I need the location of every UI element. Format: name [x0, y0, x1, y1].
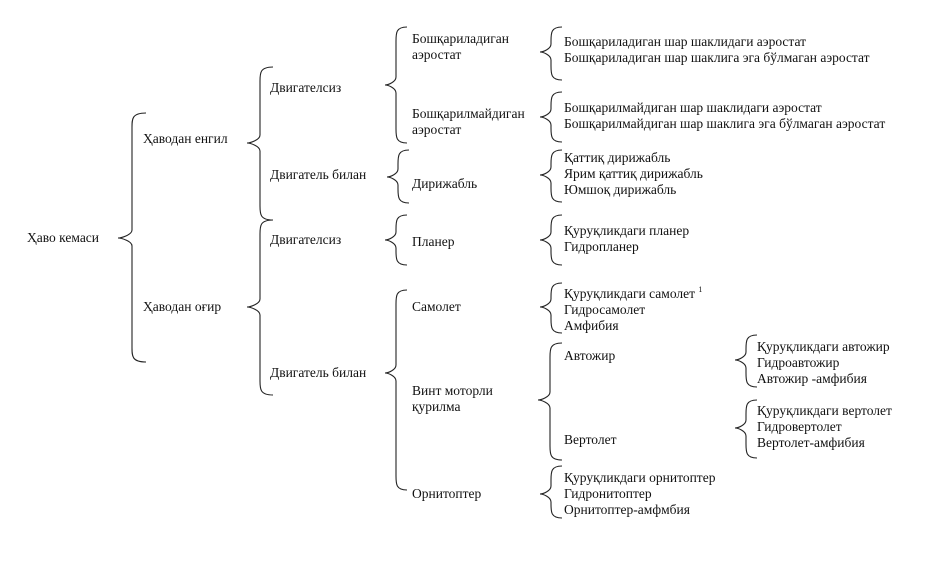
- list-item: Қуруқликдаги автожир: [757, 339, 890, 354]
- node-light-powered: Двигатель билан: [270, 167, 367, 182]
- list-item: Қаттиқ дирижабль: [564, 150, 671, 165]
- brace: [539, 282, 563, 334]
- label-line: Бошқариладиган: [412, 31, 509, 46]
- brace: [734, 334, 758, 388]
- list-item: Гидронитоптер: [564, 486, 652, 501]
- node-ornithopter: Орнитоптер: [412, 486, 482, 501]
- list-item: Автожир -амфибия: [757, 371, 867, 386]
- brace: [246, 219, 274, 396]
- list-autogyro: Қуруқликдаги автожир Гидроавтожир Автожи…: [757, 339, 890, 387]
- brace: [384, 289, 408, 491]
- node-glider: Планер: [412, 234, 455, 249]
- list-item: Қуруқликдаги самолет 1: [564, 282, 702, 302]
- list-item: Вертолет-амфибия: [757, 435, 865, 450]
- list-glider: Қуруқликдаги планер Гидропланер: [564, 223, 689, 255]
- brace: [539, 149, 563, 203]
- node-light-unpowered: Двигателсиз: [270, 80, 342, 95]
- brace: [537, 342, 563, 461]
- list-item: Гидропланер: [564, 239, 639, 254]
- list-item: Гидросамолет: [564, 302, 646, 317]
- node-airplane: Самолет: [412, 299, 461, 314]
- node-heavier-than-air: Ҳаводан оғир: [143, 299, 222, 314]
- list-item: Ярим қаттиқ дирижабль: [564, 166, 703, 181]
- node-uncontrolled-aerostat: Бошқарилмайдиган аэростат: [412, 106, 525, 138]
- list-item: Амфибия: [564, 318, 619, 333]
- node-heavy-unpowered: Двигателсиз: [270, 232, 342, 247]
- label-line: Бошқарилмайдиган: [412, 106, 525, 121]
- node-autogyro: Автожир: [564, 348, 616, 363]
- label-line: аэростат: [412, 122, 462, 137]
- list-item: Бошқарилмайдиган шар шаклидаги аэростат: [564, 100, 822, 115]
- brace: [539, 214, 563, 266]
- list-item: Орнитоптер-амфмбия: [564, 502, 690, 517]
- list-helicopter: Қуруқликдаги вертолет Гидровертолет Верт…: [757, 403, 892, 451]
- node-root: Ҳаво кемаси: [27, 230, 100, 245]
- list-uncontrolled-aerostat: Бошқарилмайдиган шар шаклидаги аэростат …: [564, 100, 885, 132]
- brace: [117, 112, 147, 363]
- list-item: Қуруқликдаги орнитоптер: [564, 470, 716, 485]
- list-item-text: Қуруқликдаги самолет: [564, 286, 696, 301]
- brace: [539, 465, 563, 519]
- label-line: Винт моторли: [412, 383, 493, 398]
- brace: [539, 26, 563, 81]
- list-item: Юмшоқ дирижабль: [564, 182, 677, 197]
- list-controlled-aerostat: Бошқариладиган шар шаклидаги аэростат Бо…: [564, 34, 870, 66]
- list-item: Бошқарилмайдиган шар шаклига эга бўлмага…: [564, 116, 886, 131]
- list-item: Гидроавтожир: [757, 355, 840, 370]
- node-rotorcraft: Винт моторли қурилма: [412, 383, 493, 415]
- brace: [384, 26, 408, 144]
- node-heavy-powered: Двигатель билан: [270, 365, 367, 380]
- list-item: Бошқариладиган шар шаклидаги аэростат: [564, 34, 807, 49]
- node-airship: Дирижабль: [412, 176, 478, 191]
- list-item: Қуруқликдаги планер: [564, 223, 690, 238]
- label-line: қурилма: [412, 399, 461, 414]
- node-helicopter: Вертолет: [564, 432, 617, 447]
- brace: [734, 399, 758, 459]
- node-lighter-than-air: Ҳаводан енгил: [143, 131, 228, 146]
- brace: [386, 149, 410, 204]
- list-ornithopter: Қуруқликдаги орнитоптер Гидронитоптер Ор…: [564, 470, 715, 518]
- list-item: Қуруқликдаги вертолет: [757, 403, 892, 418]
- label-line: аэростат: [412, 47, 462, 62]
- brace: [384, 214, 408, 266]
- list-item: Гидровертолет: [757, 419, 842, 434]
- brace: [539, 91, 563, 143]
- list-airship: Қаттиқ дирижабль Ярим қаттиқ дирижабль Ю…: [564, 150, 703, 198]
- node-controlled-aerostat: Бошқариладиган аэростат: [412, 31, 509, 63]
- footnote-mark: 1: [698, 285, 703, 294]
- list-item: Бошқариладиган шар шаклига эга бўлмаган …: [564, 50, 870, 65]
- brace: [246, 66, 274, 221]
- list-airplane: Қуруқликдаги самолет 1 Гидросамолет Амфи…: [564, 282, 702, 334]
